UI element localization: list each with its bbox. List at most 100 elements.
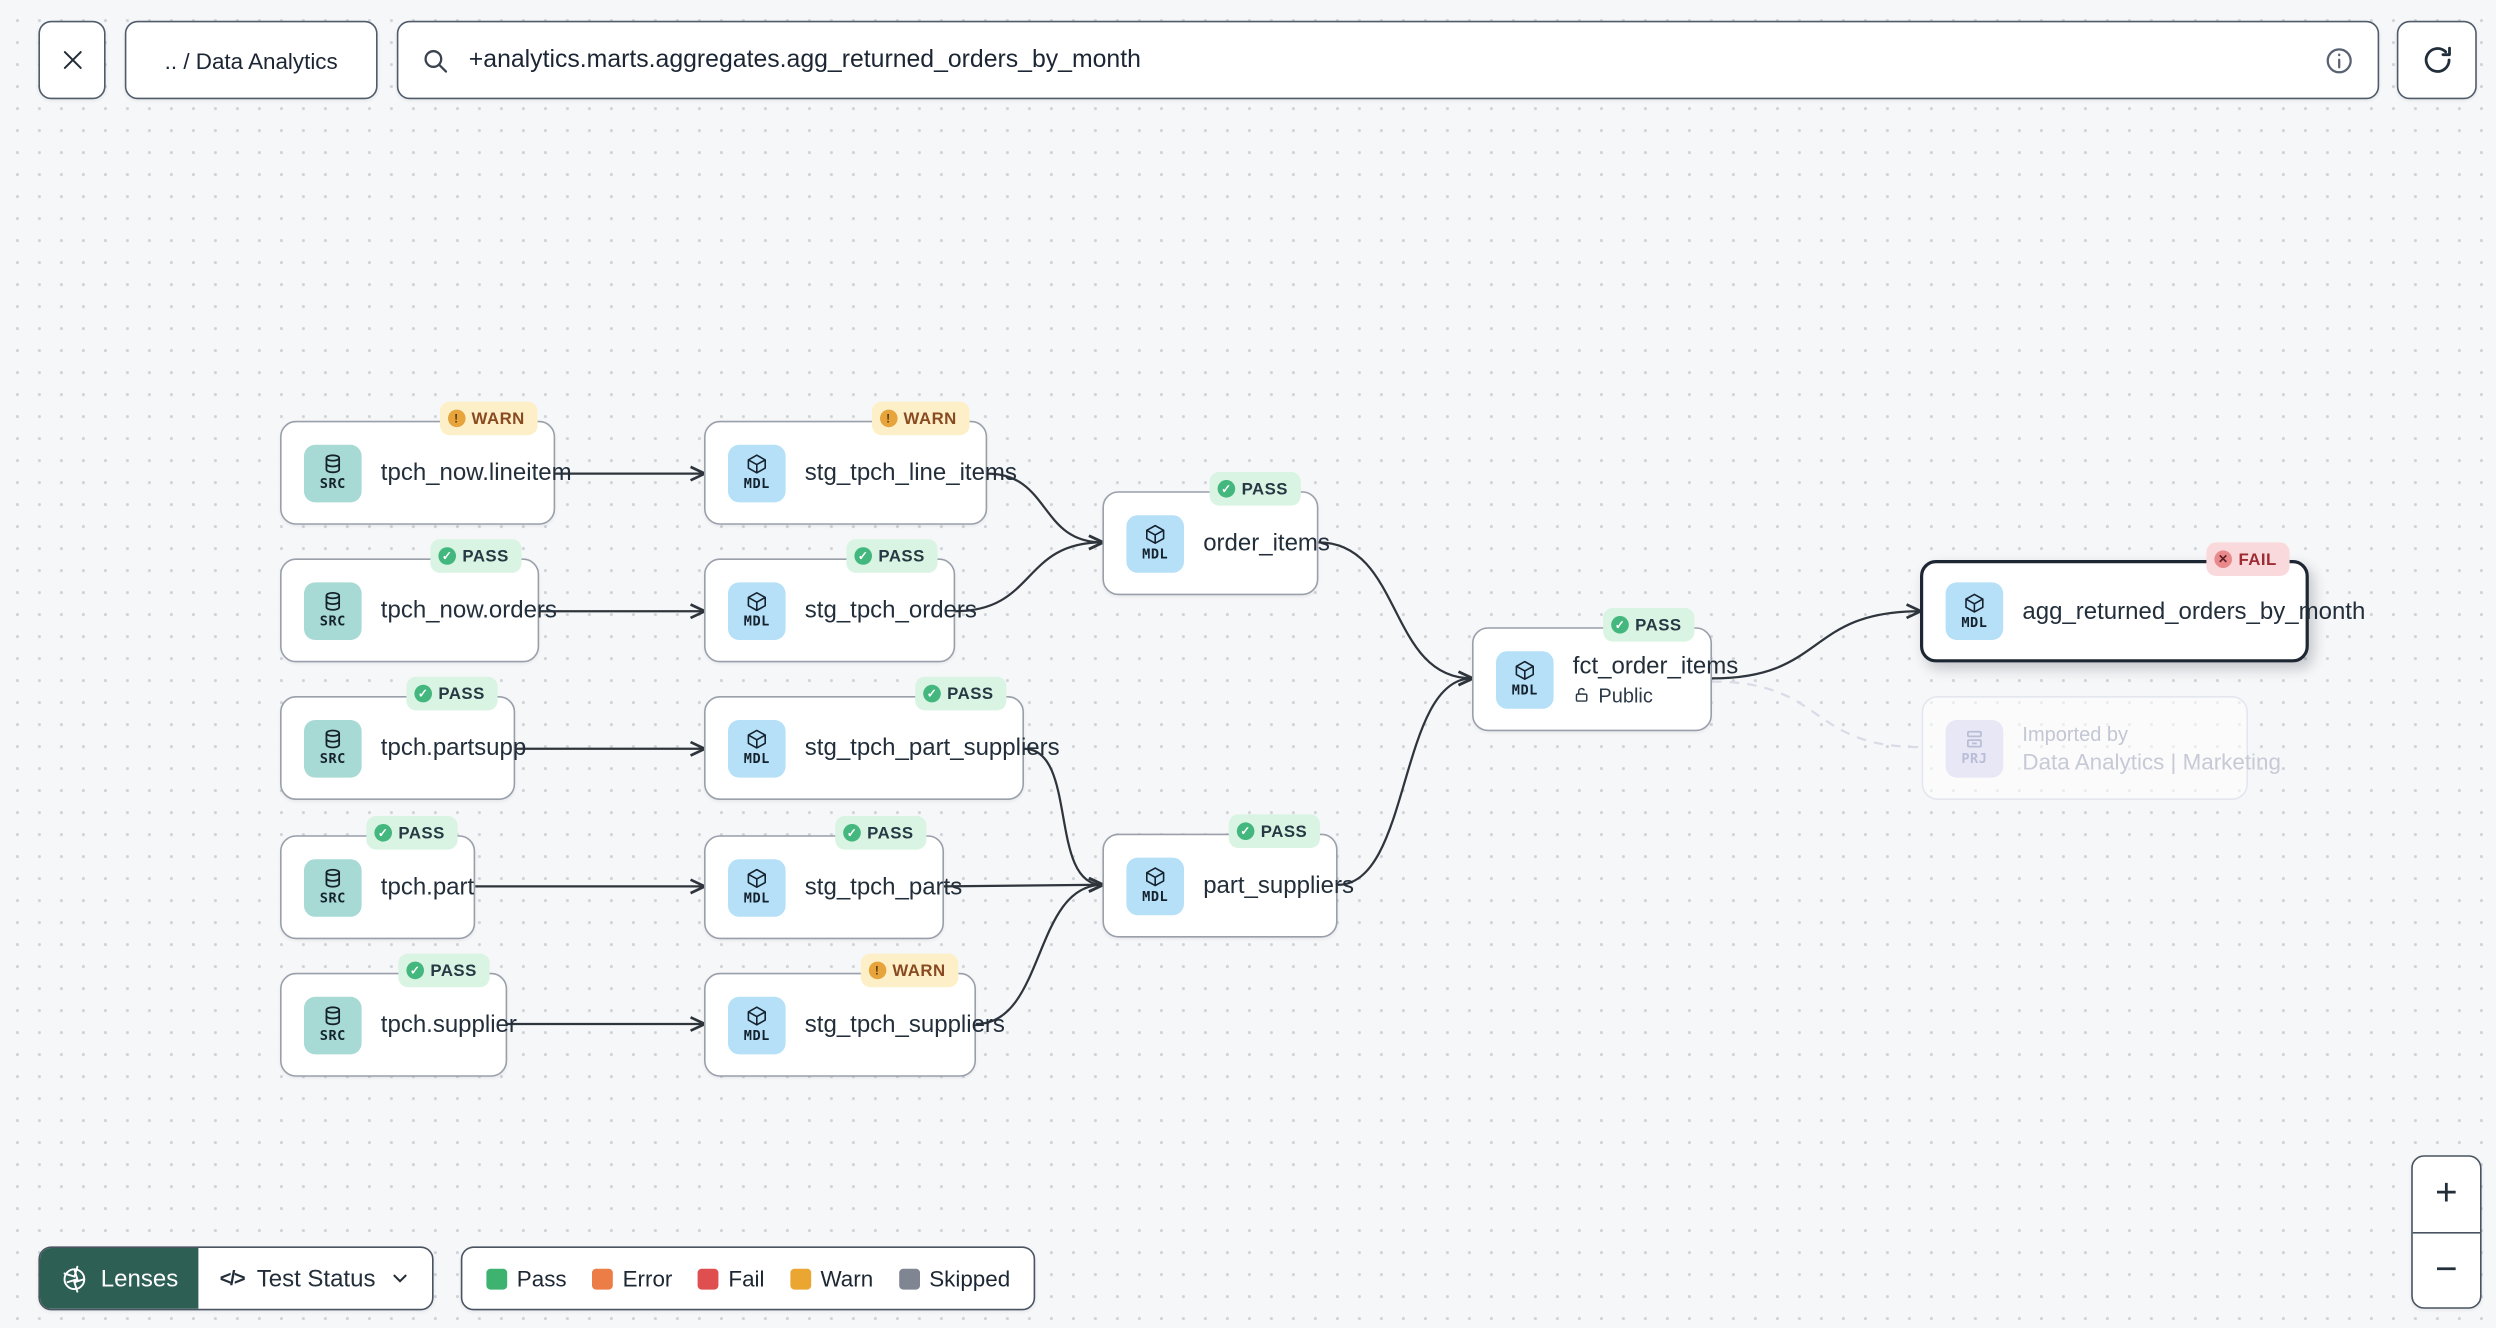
status-badge: ✓PASS (366, 816, 458, 850)
pass-status-icon: ✓ (374, 824, 392, 842)
legend-item-warn: Warn (790, 1265, 874, 1292)
node-type-label: SRC (319, 614, 346, 631)
status-badge-label: PASS (878, 546, 925, 566)
legend-swatch (592, 1268, 613, 1289)
pass-status-icon: ✓ (1236, 822, 1255, 840)
status-badge-label: PASS (867, 823, 914, 843)
status-badge: ! WARN (871, 401, 970, 436)
node-type-label: SRC (319, 1028, 346, 1045)
legend-label: Skipped (929, 1265, 1011, 1292)
node-type-label: MDL (1142, 889, 1169, 906)
status-badge: ✓PASS (430, 539, 522, 573)
lenses-button[interactable]: Lenses (40, 1248, 199, 1309)
zoom-in-button[interactable]: + (2412, 1157, 2480, 1233)
status-badge-label: PASS (1241, 479, 1288, 499)
status-badge: !WARN (439, 401, 538, 436)
refresh-icon (2420, 43, 2454, 77)
status-badge-label: PASS (1635, 615, 1682, 635)
node-title: stg_tpch_line_items (804, 459, 1017, 487)
lineage-node-tpch_now_lineitem[interactable]: !WARN SRC tpch_now.lineitem (280, 401, 572, 525)
lens-selector[interactable]: </> Test Status (199, 1248, 431, 1309)
status-badge: ✕ FAIL (2206, 542, 2290, 576)
zoom-controls: + − (2411, 1155, 2482, 1309)
lineage-node-stg_tpch_line_items[interactable]: ! WARN MDL stg_tpch_line_items (704, 401, 1017, 525)
close-button[interactable] (38, 20, 106, 100)
node-type-label: MDL (743, 614, 770, 631)
edge (975, 885, 1102, 1026)
node-type-label: MDL (1511, 683, 1538, 700)
database-icon: SRC (304, 444, 362, 502)
node-title: tpch.part (380, 873, 475, 901)
search-input[interactable] (465, 44, 2308, 76)
legend: Pass Error Fail Warn Skipped (460, 1246, 1036, 1311)
node-access: Public (1573, 684, 1738, 706)
cube-icon: MDL (1126, 856, 1184, 915)
status-badge-label: PASS (1260, 821, 1308, 841)
status-badge-label: PASS (947, 684, 994, 704)
cube-icon: MDL (1126, 514, 1184, 572)
project-icon: PRJ (1945, 719, 2004, 777)
lineage-node-tpch_now_orders[interactable]: ✓PASS SRC tpch_now.orders (280, 539, 557, 663)
node-type-label: MDL (743, 476, 770, 493)
status-badge-label: WARN (903, 408, 957, 428)
database-icon: SRC (304, 996, 362, 1054)
legend-item-error: Error (592, 1266, 672, 1291)
node-title: tpch.supplier (380, 1011, 517, 1039)
node-subtitle: Imported by (2022, 722, 2129, 745)
pass-status-icon: ✓ (406, 961, 424, 980)
legend-label: Fail (728, 1265, 765, 1292)
status-badge-label: PASS (438, 684, 485, 704)
cube-icon: MDL (728, 996, 786, 1054)
node-type-label: MDL (1142, 547, 1169, 564)
code-icon: </> (219, 1267, 246, 1290)
legend-swatch (486, 1268, 508, 1289)
database-icon: SRC (304, 719, 362, 777)
legend-label: Warn (820, 1265, 874, 1292)
status-badge: ✓ PASS (915, 676, 1007, 711)
node-title: tpch_now.lineitem (380, 459, 572, 487)
node-access-label: Public (1598, 684, 1653, 707)
info-icon[interactable] (2323, 44, 2355, 76)
node-title: part_suppliers (1203, 872, 1354, 900)
status-badge: !WARN (860, 953, 959, 988)
legend-item-fail: Fail (698, 1265, 765, 1292)
status-badge-label: WARN (892, 960, 946, 980)
cube-icon: MDL (728, 444, 786, 502)
zoom-out-button[interactable]: − (2435, 1247, 2458, 1291)
warn-status-icon: ! (879, 409, 898, 428)
refresh-button[interactable] (2396, 20, 2477, 100)
edge (1337, 678, 1472, 886)
legend-swatch (790, 1268, 811, 1289)
breadcrumb[interactable]: .. / Data Analytics (124, 20, 378, 100)
fail-status-icon: ✕ (2214, 550, 2233, 568)
status-badge: ✓PASS (406, 676, 498, 711)
pass-status-icon: ✓ (923, 684, 941, 703)
node-title: tpch_now.orders (380, 596, 557, 624)
aperture-icon (61, 1264, 88, 1292)
lineage-node-part_suppliers[interactable]: ✓ PASS MDL part_suppliers (1102, 814, 1354, 938)
legend-item-pass: Pass (486, 1266, 567, 1291)
pass-status-icon: ✓ (854, 547, 872, 565)
edge-dashed (1711, 680, 1922, 749)
status-badge-label: PASS (430, 960, 477, 980)
cube-icon: MDL (1496, 650, 1554, 708)
status-badge: ✓PASS (1209, 472, 1301, 506)
chevron-down-icon (388, 1267, 410, 1289)
legend-swatch (898, 1268, 920, 1289)
lineage-node-tpch_supplier[interactable]: ✓ PASS SRC tpch.supplier (280, 953, 517, 1077)
status-badge: ✓PASS (835, 816, 927, 850)
status-badge-label: FAIL (2238, 549, 2277, 569)
